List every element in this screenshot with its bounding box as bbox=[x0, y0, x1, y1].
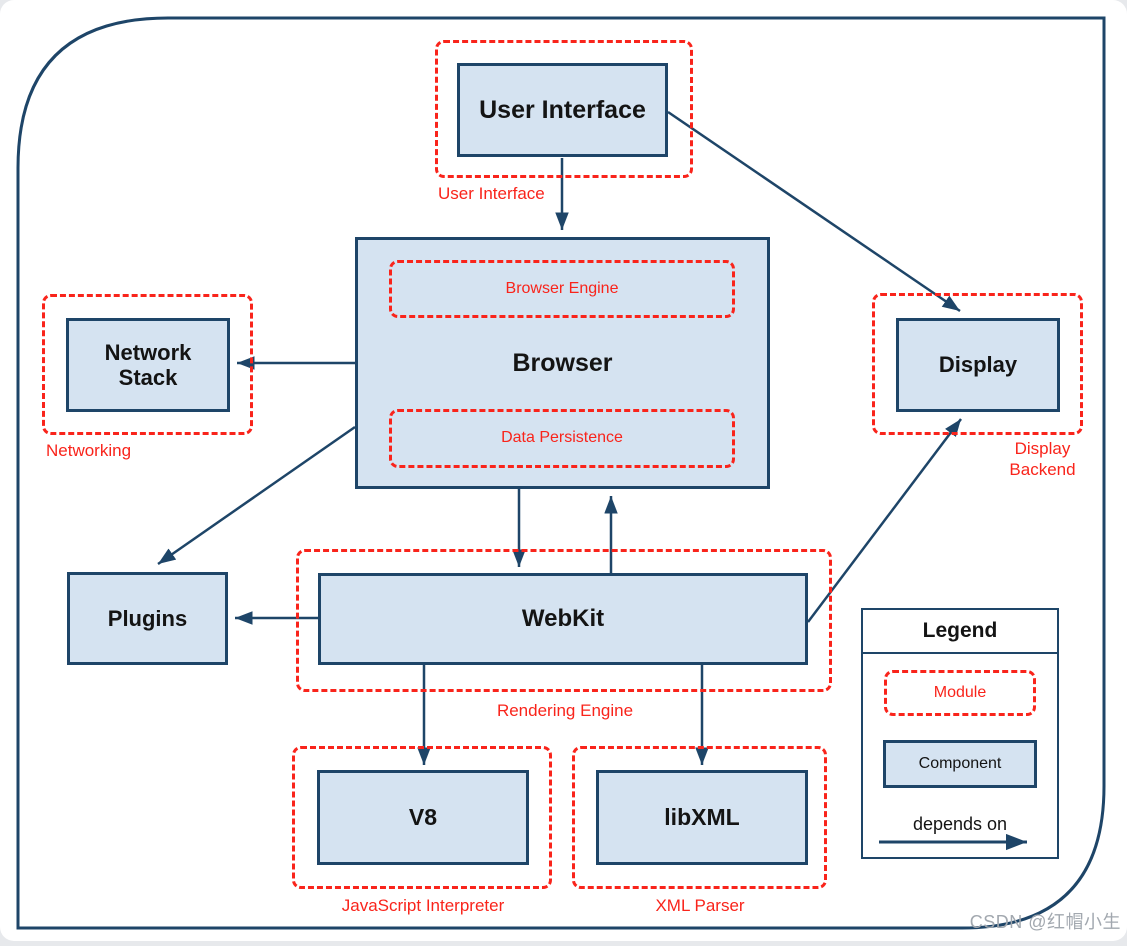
component-browser-label: Browser bbox=[512, 348, 613, 377]
component-network-stack: Network Stack bbox=[66, 318, 230, 412]
module-label-networking: Networking bbox=[46, 441, 132, 460]
arrow-ui-to-display bbox=[667, 110, 961, 313]
arrow-webkit-to-display bbox=[807, 418, 962, 623]
depends-on-arrow-icon bbox=[879, 833, 1027, 851]
component-plugins: Plugins bbox=[67, 572, 228, 665]
module-rendering-engine bbox=[296, 549, 832, 692]
module-xml-parser bbox=[572, 746, 827, 889]
legend-title: Legend bbox=[863, 610, 1057, 654]
legend-module-sample: Module bbox=[884, 670, 1036, 716]
module-label-xml-parser: XML Parser bbox=[655, 896, 745, 915]
module-label-user-interface: User Interface bbox=[438, 184, 545, 203]
legend-depends-on-label: depends on bbox=[912, 814, 1008, 834]
component-user-interface: User Interface bbox=[457, 63, 668, 157]
legend: Legend Module Component depends on bbox=[861, 608, 1059, 859]
module-data-persistence: Data Persistence bbox=[389, 409, 735, 468]
page-edge bbox=[0, 941, 1127, 946]
module-label-rendering-engine: Rendering Engine bbox=[496, 701, 634, 720]
module-networking bbox=[42, 294, 253, 435]
module-label-javascript-interpreter: JavaScript Interpreter bbox=[341, 896, 505, 915]
watermark: CSDN @红帽小生 bbox=[969, 912, 1121, 932]
component-libxml: libXML bbox=[596, 770, 808, 865]
module-label-display-backend: Display Backend bbox=[1009, 439, 1076, 480]
legend-depends-on: depends on bbox=[877, 814, 1043, 851]
component-v8: V8 bbox=[317, 770, 529, 865]
component-webkit: WebKit bbox=[318, 573, 808, 665]
component-browser: Browser Engine Browser Data Persistence bbox=[355, 237, 770, 489]
module-browser-engine: Browser Engine bbox=[389, 260, 735, 318]
outer-frame bbox=[16, 16, 1106, 930]
arrow-browser-to-plugins bbox=[157, 425, 356, 566]
module-javascript-interpreter bbox=[292, 746, 552, 889]
module-display-backend bbox=[872, 293, 1083, 435]
component-display: Display bbox=[896, 318, 1060, 412]
legend-component-sample: Component bbox=[883, 740, 1037, 788]
module-user-interface bbox=[435, 40, 693, 178]
